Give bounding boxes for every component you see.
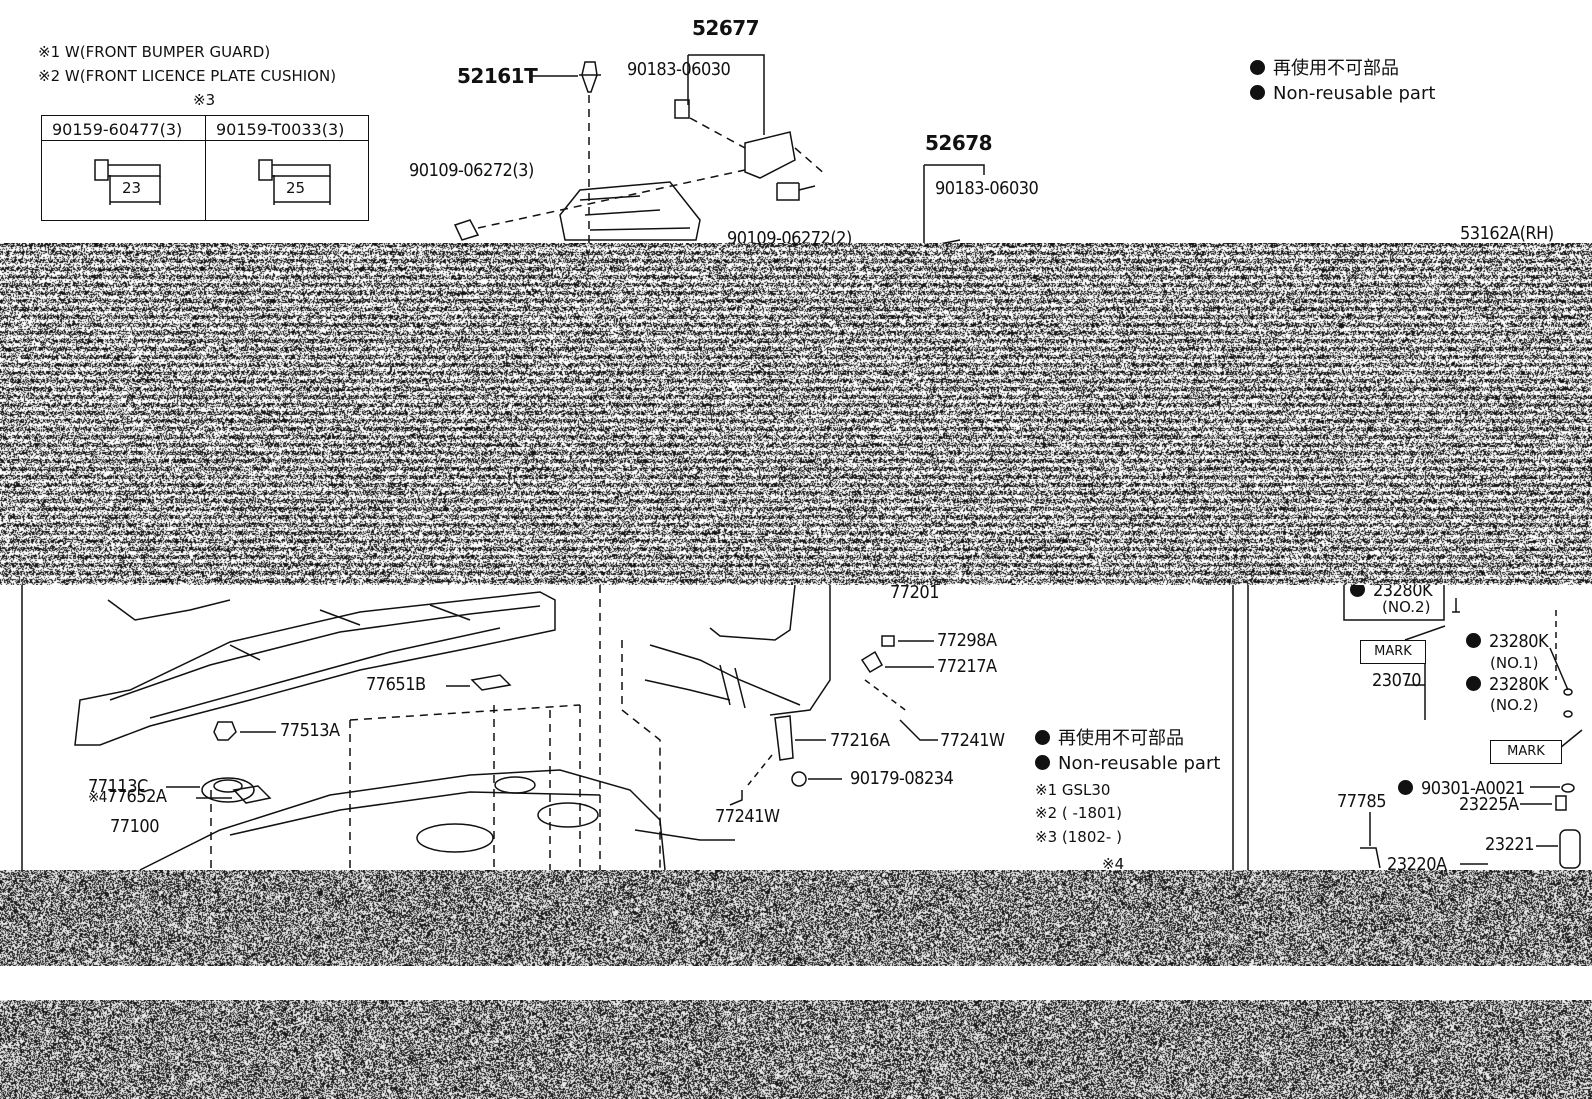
non-reusable-dot-icon xyxy=(1250,85,1265,100)
legend-note-gsl30: ※1 GSL30 xyxy=(1035,783,1110,798)
legend-english-top: Non-reusable part xyxy=(1250,85,1435,103)
legend-english-mid: Non-reusable part xyxy=(1035,755,1220,773)
part-23225a[interactable]: 23225A xyxy=(1459,796,1519,814)
part-52678[interactable]: 52678 xyxy=(925,133,992,153)
part-23280k-no1[interactable]: 23280K xyxy=(1466,633,1548,651)
non-reusable-dot-icon xyxy=(1250,60,1265,75)
non-reusable-dot-icon xyxy=(1035,755,1050,770)
part-52161t[interactable]: 52161T xyxy=(457,66,537,86)
part-23280k-no1-label: (NO.1) xyxy=(1490,656,1538,671)
non-reusable-dot-icon xyxy=(1466,633,1481,648)
legend-japanese-mid: 再使用不可部品 xyxy=(1035,730,1184,748)
part-90109-06272-3[interactable]: 90109-06272(3) xyxy=(409,162,534,180)
note-marker-3: ※3 xyxy=(193,93,215,108)
part-52677[interactable]: 52677 xyxy=(692,18,759,38)
part-90183-06030-b[interactable]: 90183-06030 xyxy=(935,180,1038,198)
bolt-length-25: 25 xyxy=(286,181,305,196)
part-77651b[interactable]: 77651B xyxy=(366,676,426,694)
bolt-table-header-1: 90159-60477(3) xyxy=(52,120,182,139)
bolt-table-header-2: 90159-T0033(3) xyxy=(216,120,344,139)
legend-note-1801: ※2 ( -1801) xyxy=(1035,806,1122,821)
mark-label-2: MARK xyxy=(1490,740,1562,764)
note-front-licence-plate-cushion: ※2 W(FRONT LICENCE PLATE CUSHION) xyxy=(38,69,336,84)
non-reusable-dot-icon xyxy=(1466,676,1481,691)
part-77100[interactable]: 77100 xyxy=(110,818,159,836)
part-77216a[interactable]: 77216A xyxy=(830,732,890,750)
mark-label-1: MARK xyxy=(1360,640,1426,664)
part-77298a[interactable]: 77298A xyxy=(937,632,997,650)
part-77513a[interactable]: 77513A xyxy=(280,722,340,740)
part-77217a[interactable]: 77217A xyxy=(937,658,997,676)
legend-note-1802: ※3 (1802- ) xyxy=(1035,830,1122,845)
noise-band-lower-2 xyxy=(0,1000,1592,1099)
non-reusable-dot-icon xyxy=(1398,780,1413,795)
non-reusable-dot-icon xyxy=(1035,730,1050,745)
part-77241w-a[interactable]: 77241W xyxy=(940,732,1005,750)
part-53162a-rh[interactable]: 53162A(RH) xyxy=(1460,225,1554,243)
part-23280k-no2[interactable]: 23280K xyxy=(1466,676,1548,694)
note-front-bumper-guard: ※1 W(FRONT BUMPER GUARD) xyxy=(38,45,270,60)
noise-band-lower-1 xyxy=(0,870,1592,966)
part-23280k-no2-label: (NO.2) xyxy=(1490,698,1538,713)
noise-band-upper xyxy=(0,243,1592,585)
part-77785[interactable]: 77785 xyxy=(1337,793,1386,811)
bolt-length-23: 23 xyxy=(122,181,141,196)
part-90183-06030-a[interactable]: 90183-06030 xyxy=(627,61,730,79)
part-23280k-top-no2: (NO.2) xyxy=(1382,600,1430,615)
part-23070[interactable]: 23070 xyxy=(1372,672,1421,690)
part-77241w-b[interactable]: 77241W xyxy=(715,808,780,826)
legend-japanese-top: 再使用不可部品 xyxy=(1250,60,1399,78)
part-23221[interactable]: 23221 xyxy=(1485,836,1534,854)
part-77652a[interactable]: ※477652A xyxy=(88,788,166,806)
part-90179-08234[interactable]: 90179-08234 xyxy=(850,770,953,788)
part-77201[interactable]: 77201 xyxy=(890,584,939,602)
bolt-table: 90159-60477(3) 90159-T0033(3) 23 25 xyxy=(41,115,369,221)
